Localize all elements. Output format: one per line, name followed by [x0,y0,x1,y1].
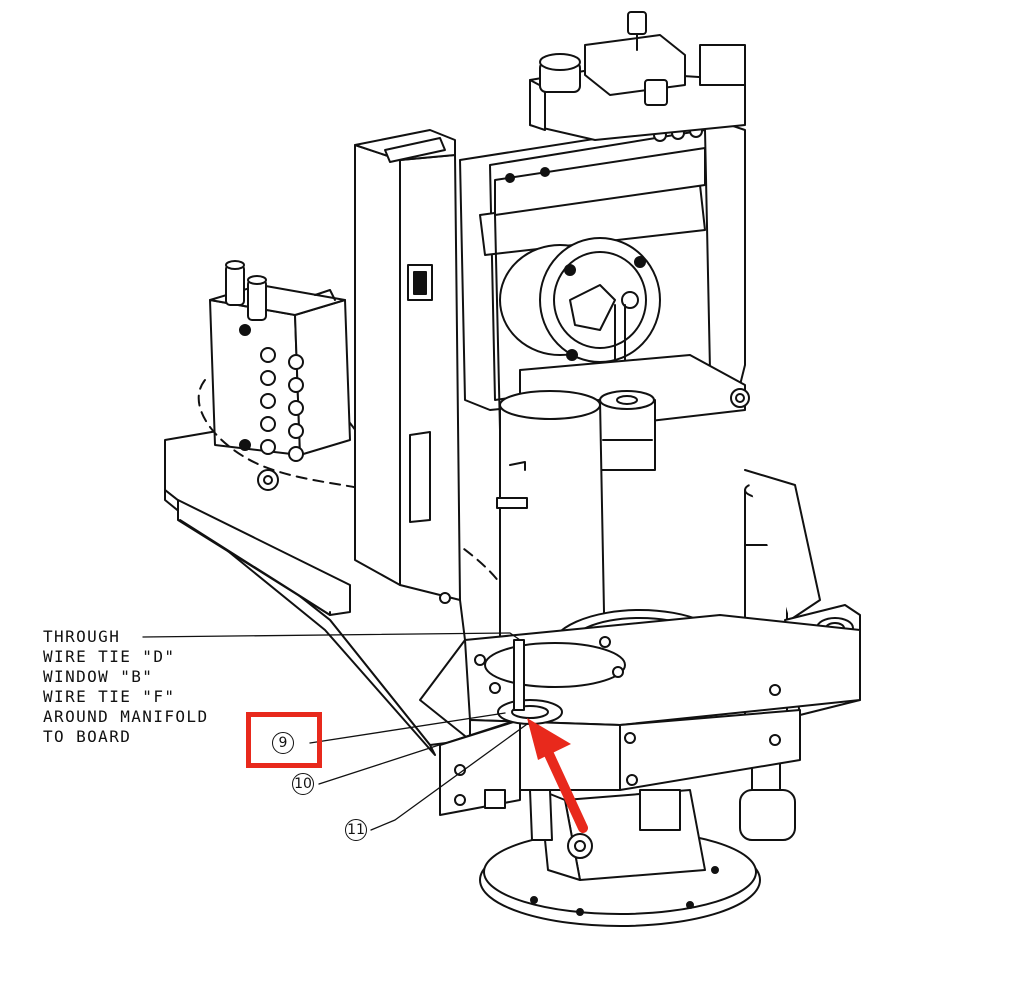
leader-9 [309,712,506,744]
note-line-2: WIRE TIE "D" [43,647,176,666]
lower-gripper [529,789,706,881]
note-line-3: WINDOW "B" [43,667,154,686]
callout-10: 10 [292,773,314,795]
highlight-box-callout-9 [246,712,322,768]
callout-11: 11 [345,819,367,841]
leader-note [142,632,521,641]
top-cap-block [529,11,746,141]
leader-lines [142,632,531,831]
cylinder-collar [439,592,626,725]
note-line-1: THROUGH [43,627,121,646]
vertical-column [354,129,461,601]
leader-11 [370,721,531,831]
motor-disc [499,237,661,426]
callout-9: 9 [272,732,294,754]
note-line-5: AROUND MANIFOLD [43,707,209,726]
note-line-6: TO BOARD [43,727,132,746]
note-line-4: WIRE TIE "F" [43,687,176,706]
leader-10 [318,721,511,785]
valve-manifold [209,260,351,462]
